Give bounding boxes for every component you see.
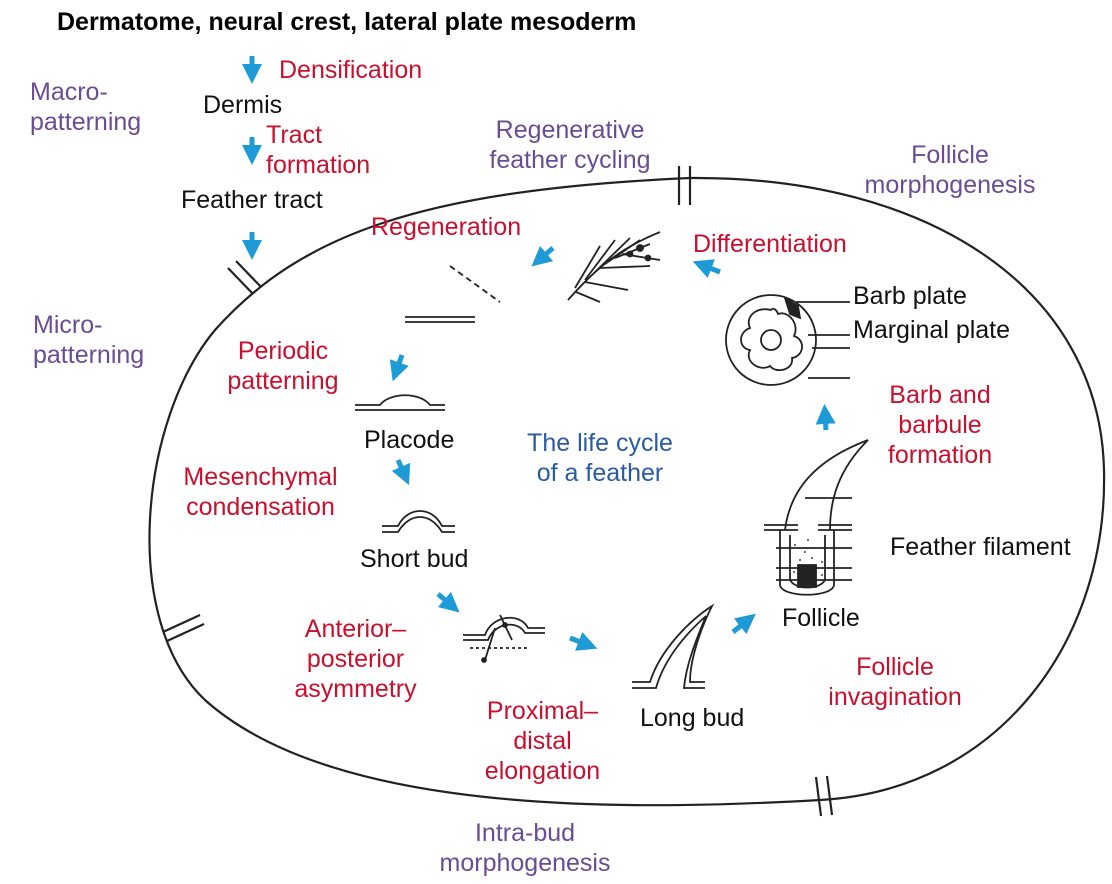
arrow-ap bbox=[438, 594, 452, 606]
phase-micro-line2: patterning bbox=[33, 340, 144, 370]
phase-macro-line1: Macro- bbox=[30, 77, 141, 107]
phase-macro-line2: patterning bbox=[30, 107, 141, 137]
phase-intrabud-line2: morphogenesis bbox=[425, 848, 625, 878]
center-label: The life cycle of a feather bbox=[490, 428, 710, 488]
follicle-filament-icon bbox=[764, 440, 868, 595]
process-mesenchymal-condensation: Mesenchymal condensation bbox=[163, 462, 358, 522]
phase-follicle-line1: Follicle bbox=[860, 140, 1040, 170]
long-bud-icon bbox=[632, 606, 712, 688]
invagination-line1: Follicle bbox=[815, 652, 975, 682]
ap-line2: posterior bbox=[278, 644, 433, 674]
phase-regenerative-cycling: Regenerative feather cycling bbox=[470, 115, 670, 175]
process-densification: Densification bbox=[279, 55, 422, 85]
barb-line1: Barb and bbox=[880, 380, 1000, 410]
tract-line2: formation bbox=[266, 150, 370, 180]
structure-short-bud: Short bud bbox=[360, 544, 468, 574]
tract-line1: Tract bbox=[266, 120, 370, 150]
structure-feather-tract: Feather tract bbox=[181, 185, 323, 215]
phase-micro-patterning: Micro- patterning bbox=[33, 310, 144, 370]
phase-macro-patterning: Macro- patterning bbox=[30, 77, 141, 137]
mesenchymal-line2: condensation bbox=[163, 492, 358, 522]
structure-placode: Placode bbox=[364, 425, 454, 455]
process-proximal-distal-elongation: Proximal– distal elongation bbox=[465, 696, 620, 786]
phase-regen-line2: feather cycling bbox=[470, 145, 670, 175]
arrow-differentiation bbox=[702, 265, 720, 272]
pd-line2: distal bbox=[465, 726, 620, 756]
arrow-barb bbox=[825, 414, 826, 430]
barb-line2: barbule bbox=[880, 410, 1000, 440]
anterior-posterior-bud-icon bbox=[463, 615, 545, 662]
barb-plate-cross-section-icon bbox=[726, 295, 850, 385]
process-regeneration: Regeneration bbox=[371, 212, 521, 242]
ap-line1: Anterior– bbox=[278, 614, 433, 644]
structure-feather-filament: Feather filament bbox=[890, 532, 1071, 562]
barb-line3: formation bbox=[880, 440, 1000, 470]
phase-regen-line1: Regenerative bbox=[470, 115, 670, 145]
structure-long-bud: Long bud bbox=[640, 703, 744, 733]
pd-line1: Proximal– bbox=[465, 696, 620, 726]
phase-follicle-morphogenesis: Follicle morphogenesis bbox=[860, 140, 1040, 200]
structure-barb-plate: Barb plate bbox=[853, 281, 967, 311]
arrow-periodic bbox=[396, 355, 402, 372]
phase-break-left-upper bbox=[228, 261, 261, 294]
pd-line3: elongation bbox=[465, 756, 620, 786]
process-barb-barbule-formation: Barb and barbule formation bbox=[880, 380, 1000, 470]
periodic-line1: Periodic bbox=[218, 336, 348, 366]
process-periodic-patterning: Periodic patterning bbox=[218, 336, 348, 396]
structure-follicle: Follicle bbox=[782, 603, 860, 633]
phase-break-top bbox=[679, 166, 690, 205]
process-anterior-posterior-asymmetry: Anterior– posterior asymmetry bbox=[278, 614, 433, 704]
placode-icon bbox=[355, 395, 445, 410]
diagram-title: Dermatome, neural crest, lateral plate m… bbox=[57, 7, 636, 37]
structure-dermis: Dermis bbox=[203, 90, 282, 120]
process-tract-formation: Tract formation bbox=[266, 120, 370, 180]
mature-feather-icon bbox=[568, 232, 660, 302]
periodic-line2: patterning bbox=[218, 366, 348, 396]
process-differentiation: Differentiation bbox=[693, 229, 847, 259]
invagination-line2: invagination bbox=[815, 682, 975, 712]
center-line1: The life cycle bbox=[490, 428, 710, 458]
phase-break-bottom bbox=[816, 776, 832, 816]
arrow-pd bbox=[570, 638, 588, 645]
phase-intrabud-line1: Intra-bud bbox=[425, 818, 625, 848]
phase-break-left-lower bbox=[163, 615, 204, 641]
regenerated-skin-icon bbox=[405, 266, 500, 322]
phase-micro-line1: Micro- bbox=[33, 310, 144, 340]
ap-line3: asymmetry bbox=[278, 674, 433, 704]
center-line2: of a feather bbox=[490, 458, 710, 488]
structure-marginal-plate: Marginal plate bbox=[853, 315, 1010, 345]
short-bud-icon bbox=[382, 511, 455, 532]
process-follicle-invagination: Follicle invagination bbox=[815, 652, 975, 712]
arrow-invagination bbox=[733, 620, 748, 632]
arrow-condensation bbox=[398, 460, 405, 476]
phase-follicle-line2: morphogenesis bbox=[860, 170, 1040, 200]
phase-intra-bud-morphogenesis: Intra-bud morphogenesis bbox=[425, 818, 625, 878]
arrow-regeneration bbox=[539, 248, 553, 260]
mesenchymal-line1: Mesenchymal bbox=[163, 462, 358, 492]
